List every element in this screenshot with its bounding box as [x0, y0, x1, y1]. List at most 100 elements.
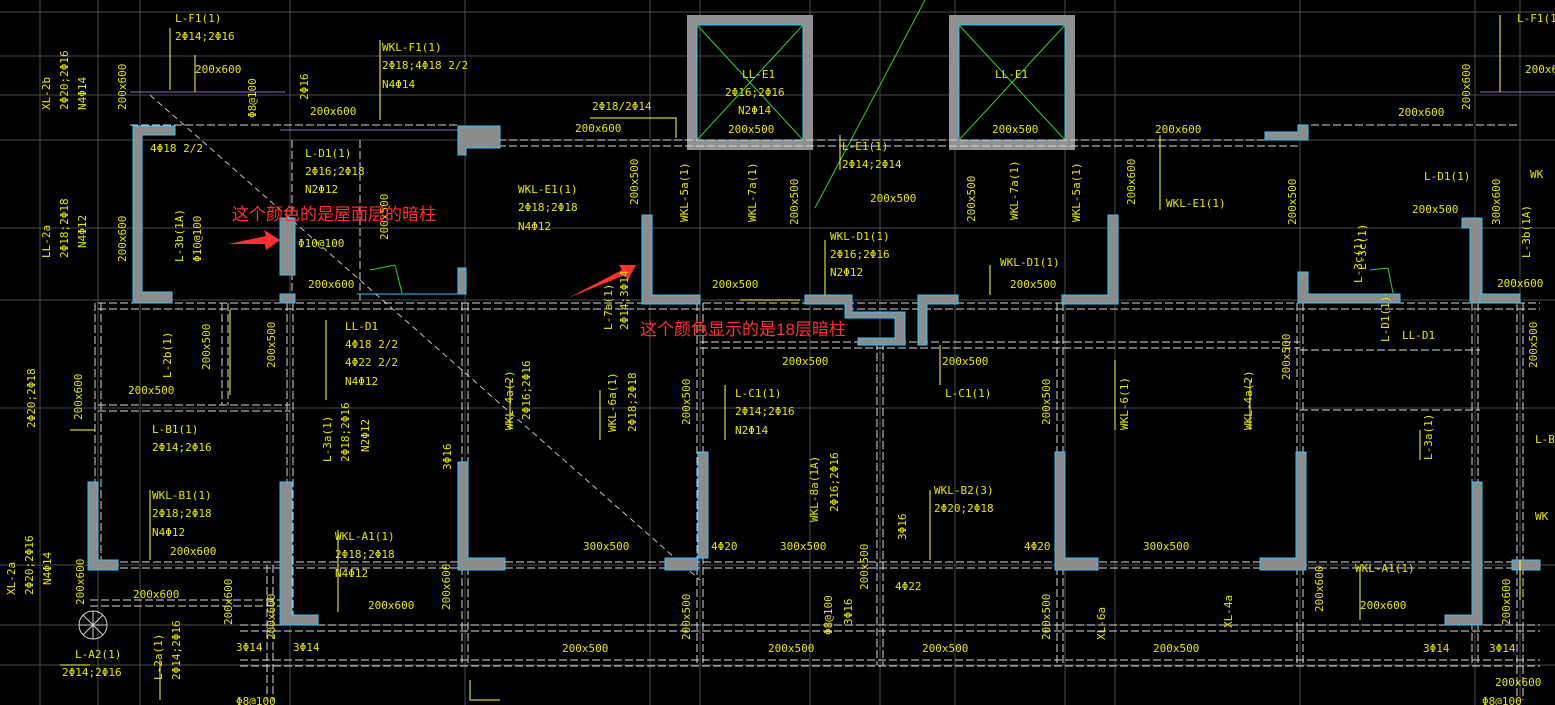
beam-label-l9: N4Φ14 [76, 77, 89, 110]
beam-label-l22: 2Φ16;2Φ16 [725, 86, 785, 99]
beam-label-l120: 2Φ14;2Φ16 [170, 620, 183, 680]
beam-label-l31: WKL-E1(1) [518, 183, 578, 196]
beam-label-l73: 2Φ14;2Φ16 [152, 441, 212, 454]
beam-label-l127: 200x500 [562, 642, 608, 655]
beam-label-l77: 200x600 [170, 545, 216, 558]
beam-label-l87: 3Φ16 [441, 444, 454, 471]
beam-label-l3: 200x600 [195, 63, 241, 76]
beam-label-l75: 2Φ18;2Φ18 [152, 507, 212, 520]
beam-label-l2: 2Φ14;2Φ16 [175, 30, 235, 43]
beam-label-l36: 2Φ18;2Φ18 [58, 198, 71, 258]
beam-label-l24: 200x500 [728, 123, 774, 136]
beam-label-l32: 2Φ18;2Φ18 [518, 201, 578, 214]
beam-label-l100: L-C1(1) [945, 387, 991, 400]
beam-label-l116: 200x600 [133, 588, 179, 601]
beam-label-l10: 200x600 [116, 64, 129, 110]
beam-label-l18: 200x500 [378, 194, 391, 240]
beam-label-l66: 200x500 [265, 322, 278, 368]
note-roof-hidden-column: 这个颜色的是屋面层的暗柱 [232, 205, 436, 224]
beam-label-l121: 3Φ14 [236, 641, 263, 654]
beam-label-l114: N4Φ14 [41, 552, 54, 585]
beam-label-l86: 2Φ16;2Φ16 [520, 360, 533, 420]
beam-label-l78: L-3a(1) [321, 416, 334, 462]
beam-label-l20: 200x600 [575, 122, 621, 135]
beam-label-l151: 200x600 [1497, 277, 1543, 290]
beam-label-l96: 2Φ16;2Φ16 [828, 452, 841, 512]
reference-lines [149, 0, 1394, 581]
beam-label-l152: L-3c(1) [1352, 237, 1365, 283]
beam-label-l159: WK [1530, 168, 1544, 181]
beam-label-l108: 4Φ20 [1024, 540, 1051, 553]
beam-label-l98: 2Φ20;2Φ18 [934, 502, 994, 515]
beam-label-l8: 2Φ20;2Φ16 [58, 50, 71, 110]
beam-label-l34: WKL-E1(1) [1166, 197, 1226, 210]
beam-label-l53: WKL-7a(1) [1008, 160, 1021, 220]
beam-label-l81: WKL-A1(1) [335, 530, 395, 543]
annotation-arrows [228, 230, 636, 298]
beam-label-l39: L-3b(1A) [173, 209, 186, 262]
beam-label-l157: 200x600 [1398, 106, 1444, 119]
beam-label-l149: L-D1(1) [1379, 296, 1392, 342]
beam-label-l59: L-3c(1) [1356, 224, 1369, 270]
beam-label-l105: 300x500 [583, 540, 629, 553]
beam-label-l99: 3Φ16 [896, 514, 909, 541]
beam-label-l57: 200x500 [1412, 203, 1458, 216]
beam-label-l103: WKL-4a(2) [1242, 370, 1255, 430]
beam-label-l16: 2Φ16;2Φ18 [305, 165, 365, 178]
beam-label-l52: 200x500 [1010, 278, 1056, 291]
beam-label-l46: 200x500 [788, 179, 801, 225]
beam-label-l156: 200x600 [1525, 63, 1555, 76]
beam-label-l141: 3Φ14 [1423, 642, 1450, 655]
beam-label-l148: 200x500 [1527, 322, 1540, 368]
beam-label-l5: 2Φ18;4Φ18 2/2 [382, 59, 468, 72]
beam-label-l139: 200x600 [1360, 599, 1406, 612]
beam-label-l158: L-B1 [1535, 433, 1555, 446]
beam-label-l26: 200x500 [992, 123, 1038, 136]
beam-label-l28: L-E1(1) [842, 140, 888, 153]
beam-label-l43: 200x500 [628, 159, 641, 205]
beam-label-l88: WKL-6a(1) [606, 372, 619, 432]
beam-label-l107: 300x500 [780, 540, 826, 553]
leader-lines [60, 15, 1521, 701]
red-arrow-icon-middle [568, 265, 636, 298]
beam-label-l58: 200x600 [1125, 159, 1138, 205]
beam-label-l155: L-F1(1) [1517, 12, 1555, 25]
beam-label-l83: N4Φ12 [335, 567, 368, 580]
beam-label-l93: N2Φ14 [735, 424, 768, 437]
beam-label-l11: Φ8@100 [246, 78, 259, 118]
beam-label-l13: 200x600 [310, 105, 356, 118]
beam-label-l119: L-2a(1) [152, 634, 165, 680]
beam-label-l142: 3Φ14 [1489, 642, 1516, 655]
beam-label-l140: 200x600 [1500, 579, 1513, 625]
beam-label-l95: WKL-8a(1A) [808, 456, 821, 522]
beam-labels: L-F1(1)2Φ14;2Φ16200x600WKL-F1(1)2Φ18;4Φ1… [5, 12, 1555, 705]
beam-label-l64: 4Φ22 2/2 [345, 356, 398, 369]
beam-label-l40: Φ10@100 [191, 216, 204, 262]
beam-label-l69: 2Φ20;2Φ18 [25, 368, 38, 428]
beam-label-l102: WKL-6(1) [1118, 377, 1131, 430]
beam-label-l135: 200x500 [1040, 594, 1053, 640]
beam-label-l19: 2Φ18/2Φ14 [592, 100, 652, 113]
beam-label-l42: 200x600 [308, 278, 354, 291]
beam-label-l68: L-2b(1) [161, 332, 174, 378]
beam-label-l29: 2Φ14;2Φ14 [842, 158, 902, 171]
beam-label-l125: Φ8@100 [236, 695, 276, 705]
columns [87, 124, 1541, 626]
beam-label-l82: 2Φ18;2Φ18 [335, 548, 395, 561]
beam-label-l145: L-3a(1) [1422, 414, 1435, 460]
beam-label-l74: WKL-B1(1) [152, 489, 212, 502]
beam-label-l97: WKL-B2(3) [934, 484, 994, 497]
beam-label-l122: 3Φ14 [293, 641, 320, 654]
beam-label-l101: 200x500 [942, 355, 988, 368]
beam-label-l130: 3Φ16 [842, 599, 855, 626]
beam-label-l71: 200x500 [128, 384, 174, 397]
beam-label-l79: 2Φ18;2Φ16 [339, 402, 352, 462]
beam-label-l106: 4Φ20 [711, 540, 738, 553]
beam-label-l126: 200x500 [680, 594, 693, 640]
beam-label-l90: 200x500 [680, 379, 693, 425]
beam-label-l154: 300x600 [1490, 179, 1503, 225]
beam-label-l48: 2Φ16;2Φ16 [830, 248, 890, 261]
beam-label-l27: 200x600 [1155, 123, 1201, 136]
beam-label-l150: 200x500 [1286, 179, 1299, 225]
